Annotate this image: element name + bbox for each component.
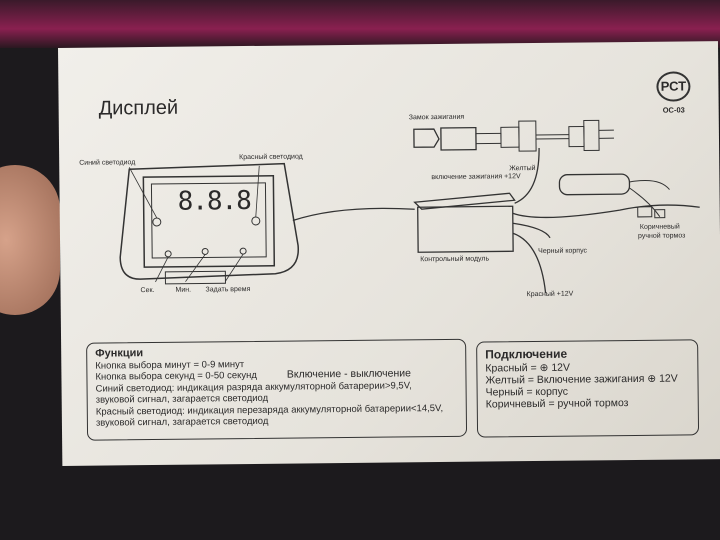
set-time-button-label: Задать время	[205, 285, 251, 294]
instruction-card: Дисплей РСТ ОС-03 8.8.8 Синий с	[58, 41, 720, 466]
wiring-diagram	[119, 119, 700, 293]
box-edge	[0, 0, 720, 48]
finger	[0, 165, 60, 315]
connection-box: Подключение Красный = ⊕ 12V Желтый = Вкл…	[476, 339, 700, 438]
ignition-lock-label: Замок зажигания	[408, 113, 465, 122]
min-button-label: Мин.	[175, 286, 192, 294]
connection-line: Желтый = Включение зажигания ⊕ 12V	[485, 372, 678, 387]
brown-wire-label: Коричневый	[639, 223, 680, 231]
red-led-label: Красный светодиод	[239, 153, 303, 162]
functions-box: Функции Кнопка выбора минут = 0-9 минут …	[86, 338, 468, 441]
power-note: Включение - выключение	[286, 367, 412, 381]
display-digits: 8.8.8	[177, 185, 252, 217]
connection-heading: Подключение	[485, 346, 568, 362]
sec-button-label: Сек.	[140, 287, 155, 295]
brown-wire-desc: ручной тормоз	[637, 232, 686, 240]
blue-led-label: Синий светодиод	[79, 159, 136, 167]
yellow-wire-desc: включение зажигания +12V	[431, 173, 521, 182]
black-wire-label: Черный корпус	[538, 247, 588, 255]
yellow-wire-label: Желтый	[509, 165, 536, 173]
function-line: звуковой сигнал, загарается светодиод	[95, 415, 269, 429]
connection-line: Коричневый = ручной тормоз	[485, 397, 629, 411]
red-wire-label: Красный +12V	[526, 290, 574, 299]
control-module-label: Контрольный модуль	[420, 255, 490, 264]
